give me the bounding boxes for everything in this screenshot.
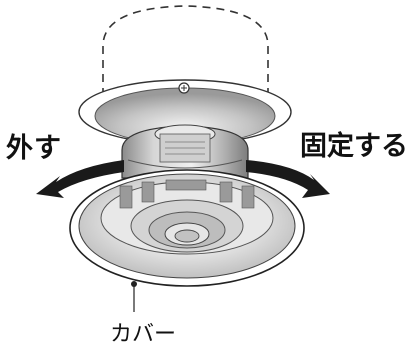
- remove-label: 外す: [6, 133, 62, 164]
- curved-arrow-right-icon: [246, 160, 330, 198]
- cover-leader: [131, 281, 137, 312]
- cover-vent-slots: [119, 179, 255, 209]
- curved-arrow-left-icon: [36, 160, 124, 198]
- cover-label: カバー: [110, 322, 177, 347]
- fixture-body: [121, 124, 249, 179]
- cover: [69, 169, 305, 287]
- mounting-flange: [78, 79, 292, 145]
- fix-label: 固定する: [300, 131, 407, 162]
- screw-icon: [178, 82, 190, 94]
